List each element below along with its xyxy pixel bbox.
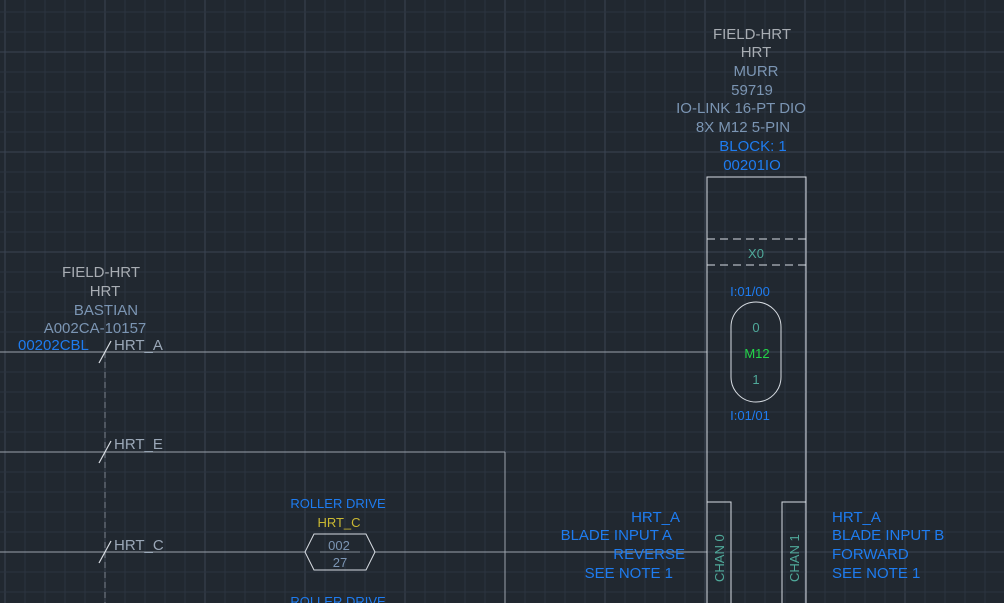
cable-annotation: FIELD-HRT HRT BASTIAN A002CA-10157 00202… <box>18 264 146 354</box>
wire-mark-e <box>98 440 112 464</box>
address-top: I:01/00 <box>730 284 770 299</box>
connector-pin-top: 0 <box>752 320 759 335</box>
connector-pin-bottom: 1 <box>752 372 759 387</box>
cable-line: FIELD-HRT <box>62 264 140 281</box>
channel-0-label: CHAN 0 <box>712 534 727 582</box>
wire-mark-a <box>98 340 112 364</box>
slot-label: X0 <box>748 246 764 261</box>
io-title-line: 8X M12 5-PIN <box>696 119 790 136</box>
address-bottom: I:01/01 <box>730 408 770 423</box>
channel-1-note: HRT_A BLADE INPUT B FORWARD SEE NOTE 1 <box>832 509 944 582</box>
io-title-line: IO-LINK 16-PT DIO <box>676 100 806 117</box>
io-block[interactable]: X0 I:01/00 0 M12 1 I:01/01 CHAN 0 CHAN 1 <box>706 176 807 603</box>
wire-labels: HRT_A HRT_E HRT_C <box>114 337 164 554</box>
io-title-line: 59719 <box>731 82 773 99</box>
cable-tag: 00202CBL <box>18 337 89 354</box>
cable-line: HRT <box>90 283 121 300</box>
channel-1-label: CHAN 1 <box>787 534 802 582</box>
note-line: BLADE INPUT B <box>832 527 944 544</box>
io-block-outline <box>706 176 807 603</box>
wire-mark-c <box>98 540 112 564</box>
channel-0-box[interactable] <box>706 501 732 603</box>
m12-connector[interactable] <box>730 301 782 403</box>
io-title-line: HRT <box>741 44 772 61</box>
wire-label-a: HRT_A <box>114 337 163 354</box>
note-line: HRT_A <box>631 509 680 526</box>
io-title-line: MURR <box>734 63 779 80</box>
terminal-hexagon[interactable] <box>304 533 376 571</box>
roller-drive-title-2: ROLLER DRIVE <box>290 594 386 603</box>
wire-label-c: HRT_C <box>114 537 164 554</box>
note-line: HRT_A <box>832 509 881 526</box>
io-block-title: FIELD-HRT HRT MURR 59719 IO-LINK 16-PT D… <box>676 26 806 174</box>
note-line: REVERSE <box>613 546 685 563</box>
note-line: FORWARD <box>832 546 909 563</box>
io-block-tag: 00201IO <box>723 157 781 174</box>
terminal-top: 002 <box>328 538 350 553</box>
connector-label: M12 <box>744 346 769 361</box>
terminal-bottom: 27 <box>333 555 347 570</box>
wires <box>0 340 707 603</box>
note-line: SEE NOTE 1 <box>585 565 673 582</box>
note-line: SEE NOTE 1 <box>832 565 920 582</box>
wire-label-e: HRT_E <box>114 436 163 453</box>
channel-1-box[interactable] <box>781 501 807 603</box>
roller-drive-wire: HRT_C <box>317 515 360 530</box>
io-title-line: FIELD-HRT <box>713 26 791 43</box>
channel-0-note: HRT_A BLADE INPUT A REVERSE SEE NOTE 1 <box>561 509 685 582</box>
note-line: BLADE INPUT A <box>561 527 672 544</box>
cable-line: BASTIAN <box>74 302 138 319</box>
io-block-number: BLOCK: 1 <box>719 138 787 155</box>
cable-line: A002CA-10157 <box>44 320 147 337</box>
roller-drive-title: ROLLER DRIVE <box>290 496 386 511</box>
roller-drive[interactable]: ROLLER DRIVE HRT_C 002 27 ROLLER DRIVE <box>290 496 386 603</box>
